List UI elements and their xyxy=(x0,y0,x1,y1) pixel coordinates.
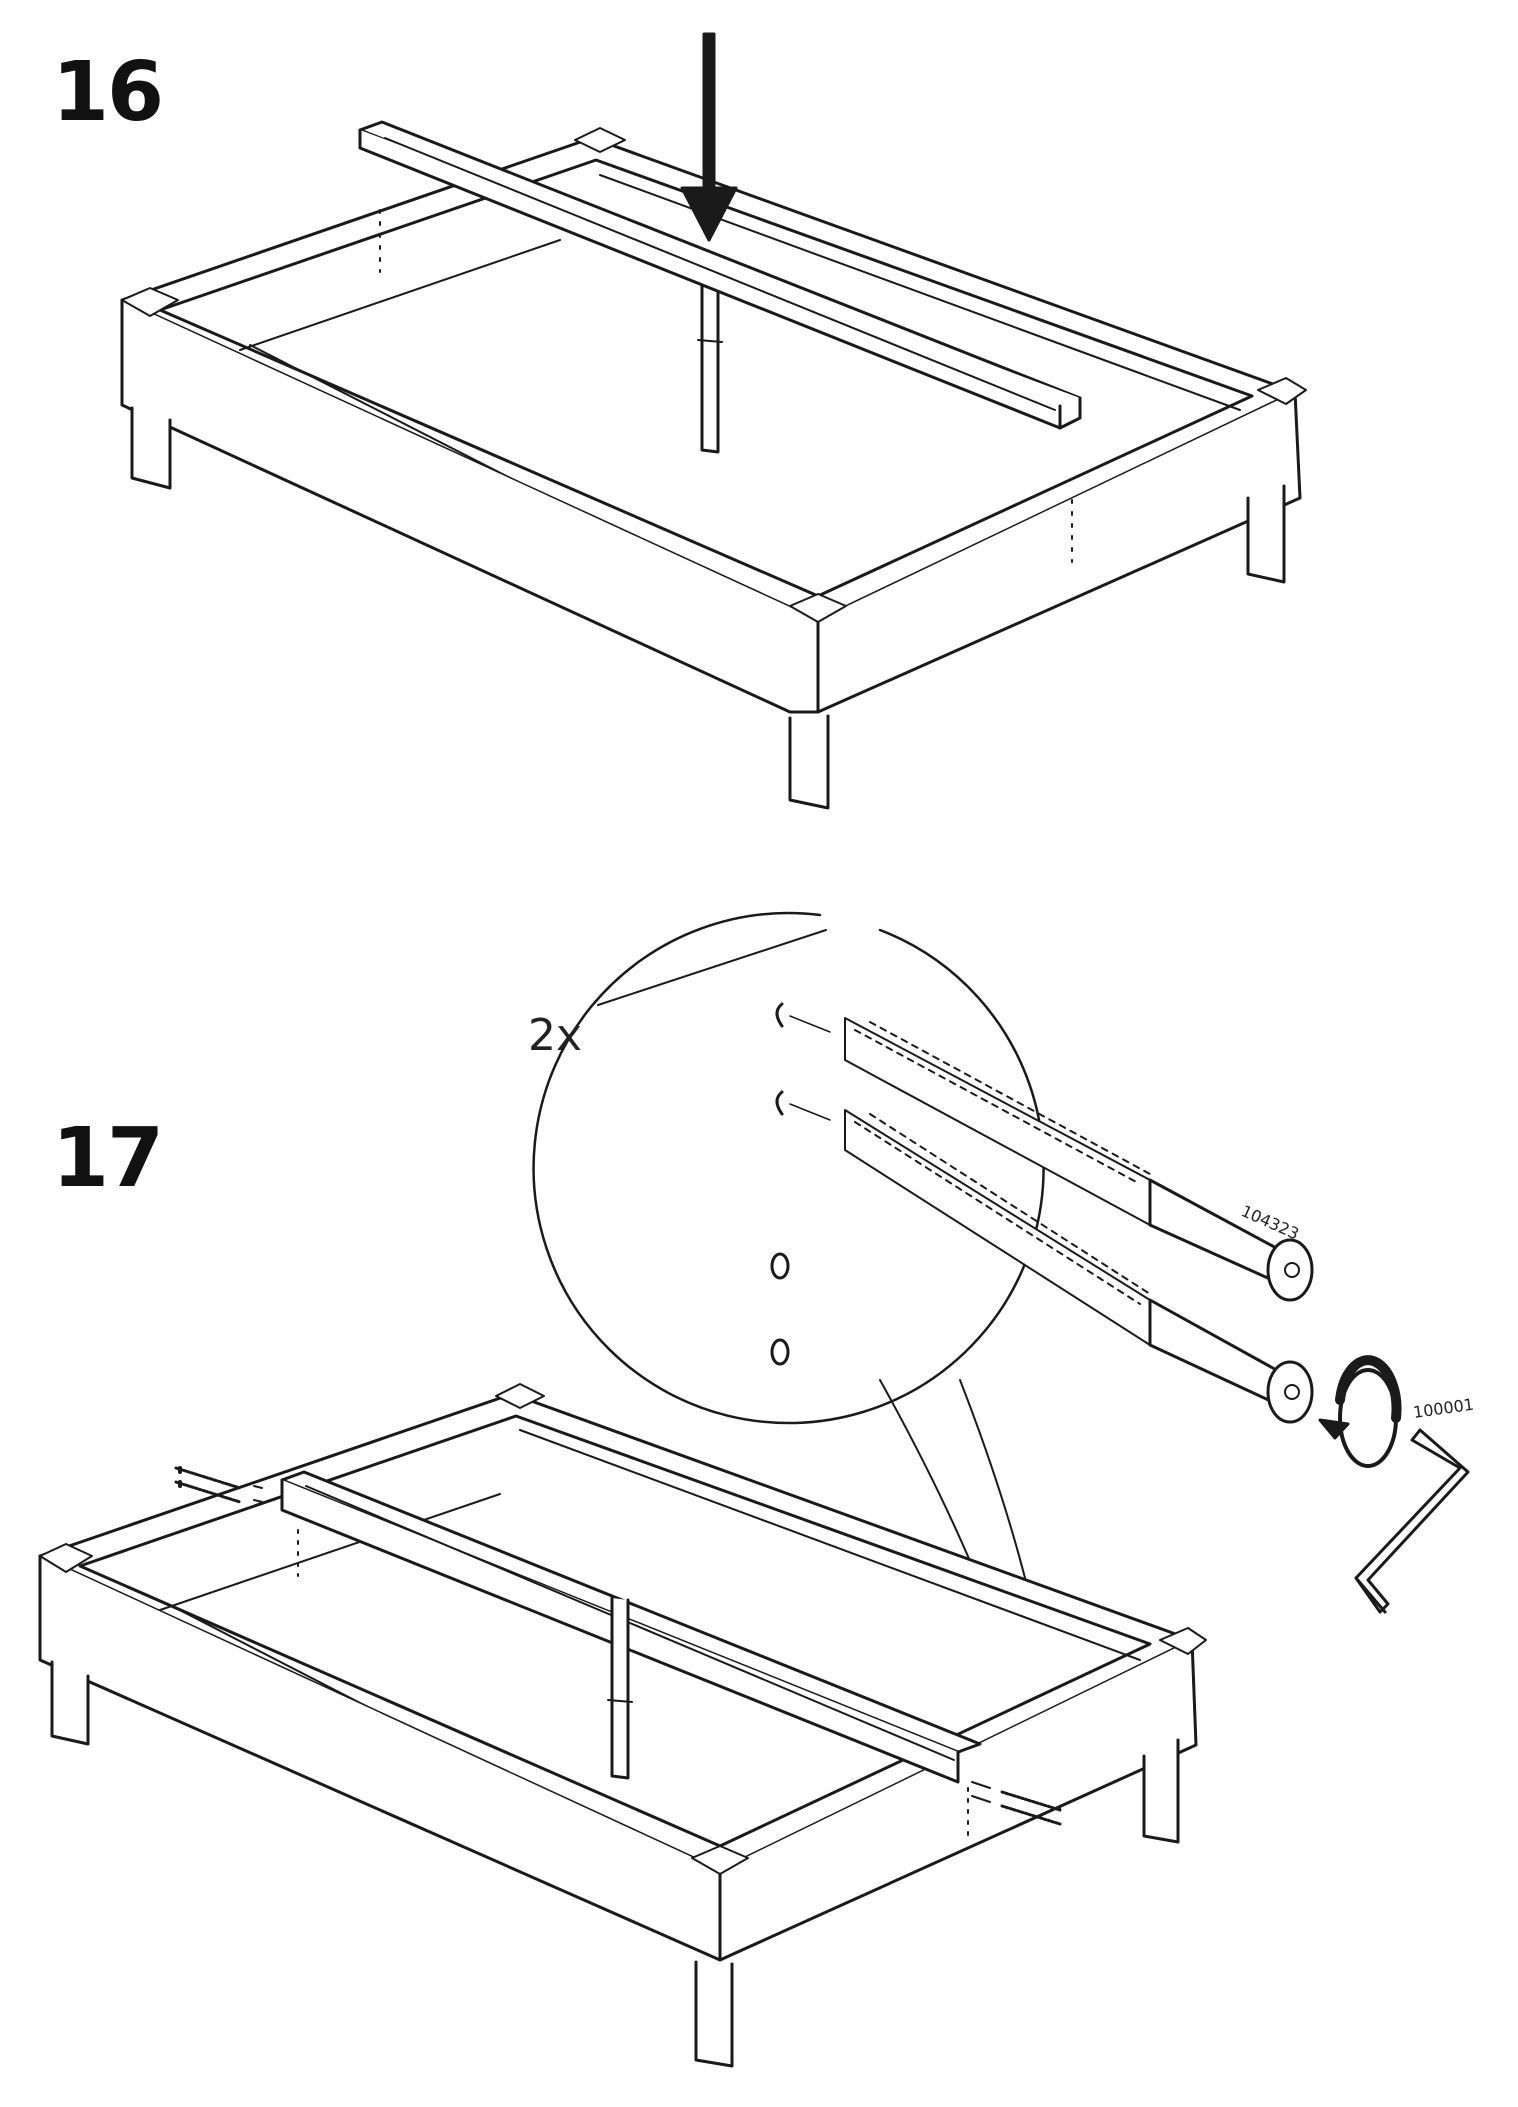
step-17-bed-frame xyxy=(38,1383,1207,2068)
step-16-bed-frame xyxy=(120,32,1307,810)
screw-104323 xyxy=(844,1017,1314,1424)
step-16-number: 16 xyxy=(52,45,164,140)
tool-part-number: 100001 xyxy=(1412,1395,1475,1422)
quantity-label: 2x xyxy=(528,1010,582,1061)
allen-key-100001 xyxy=(1354,1428,1470,1614)
step-17-number: 17 xyxy=(52,1111,164,1206)
rotate-clockwise-icon xyxy=(1318,1355,1402,1468)
